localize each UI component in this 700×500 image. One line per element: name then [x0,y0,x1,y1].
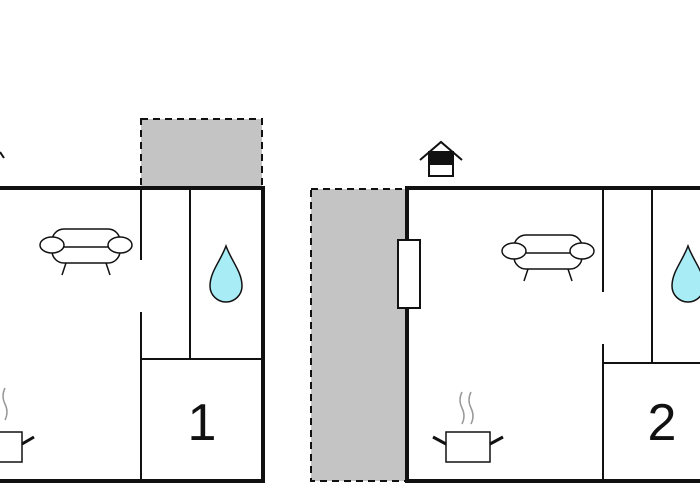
sofa-icon [39,228,133,276]
edge-mark [0,151,5,159]
unit-number-2: 2 [648,394,677,452]
unit-number-1: 1 [188,394,217,452]
cooking-pot-icon [0,387,35,463]
water-drop-icon [671,243,700,303]
terrace-1 [140,118,263,188]
terrace-2 [310,188,408,482]
unit-2: 2 [310,140,700,483]
water-drop-icon [209,243,243,303]
terrace-door-2 [397,239,421,309]
outer-wall-2 [405,186,700,483]
cooking-pot-icon [432,391,504,463]
unit-1: 1 [0,118,265,483]
house-entrance-icon [419,140,463,177]
outer-wall-1 [0,186,265,483]
sofa-icon [501,234,595,282]
